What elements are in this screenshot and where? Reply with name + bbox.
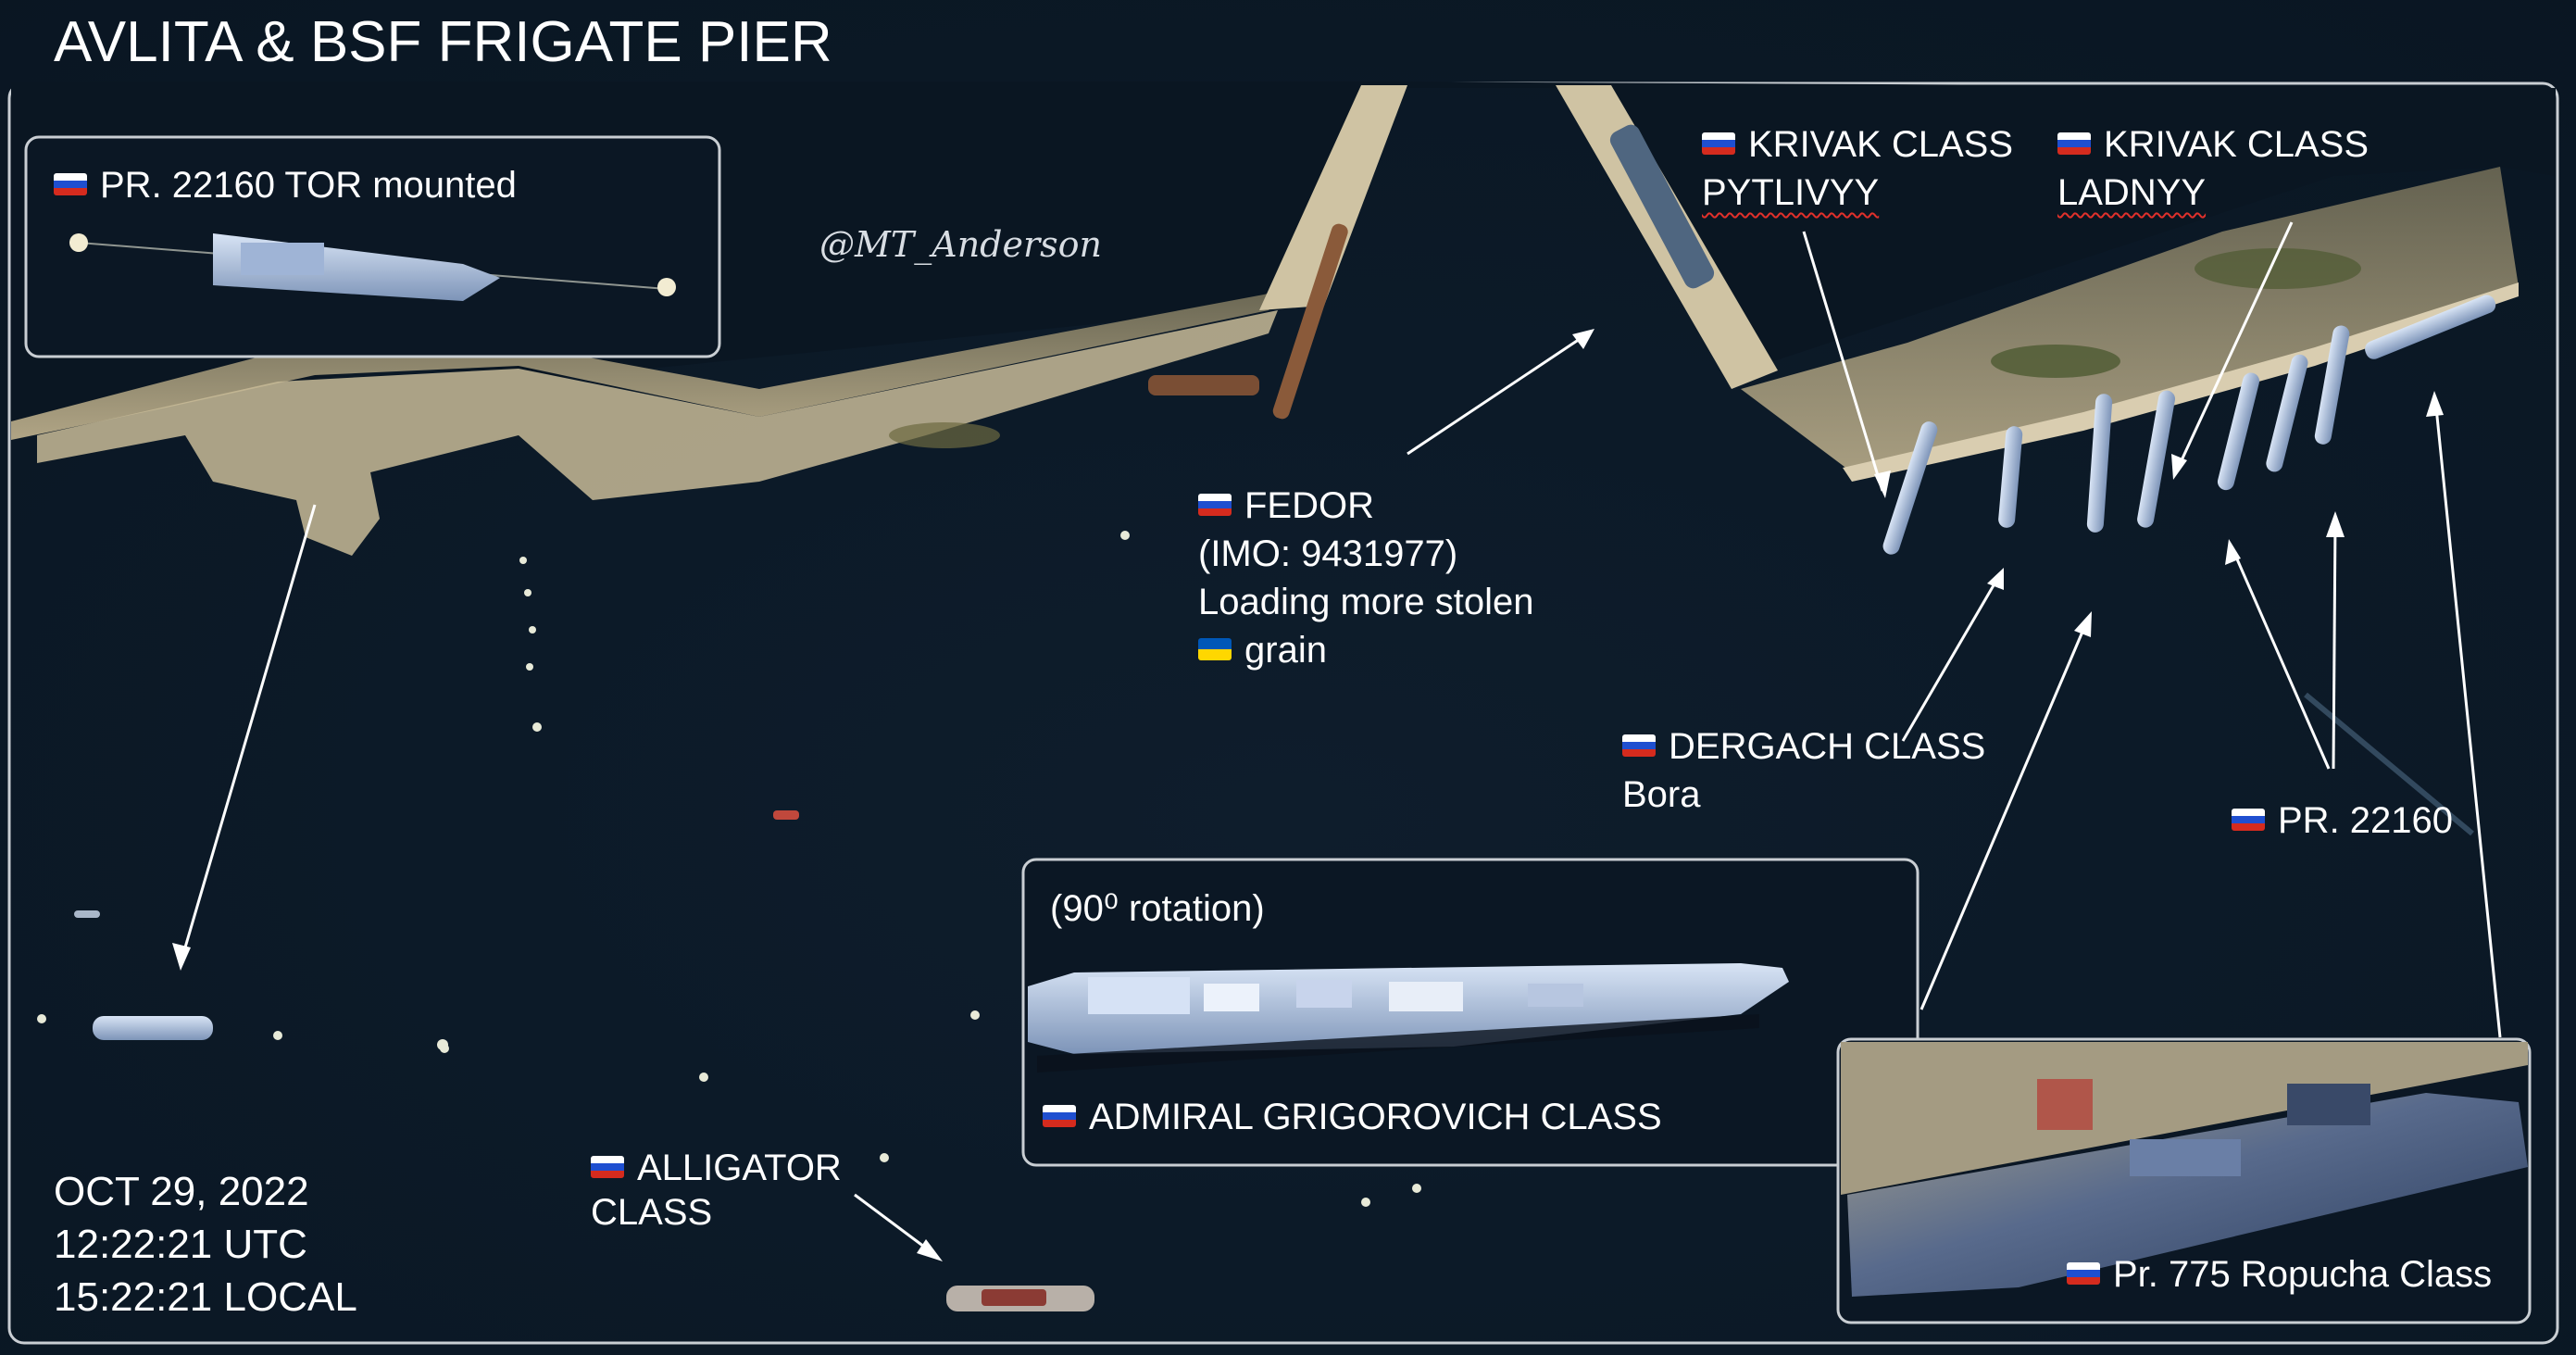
ship-fedor bbox=[1609, 124, 1715, 289]
inset-ropucha-image bbox=[1836, 1037, 2532, 1324]
russia-flag-icon bbox=[54, 173, 87, 196]
grigorovich-text: ADMIRAL GRIGOROVICH CLASS bbox=[1089, 1097, 1662, 1137]
russia-flag-icon bbox=[591, 1156, 624, 1179]
russia-flag-icon bbox=[1622, 734, 1656, 758]
russia-flag-icon bbox=[2067, 1262, 2100, 1286]
fedor-imo: (IMO: 9431977) bbox=[1198, 533, 1458, 574]
page-title: AVLITA & BSF FRIGATE PIER bbox=[54, 10, 832, 74]
label-fedor: FEDOR (IMO: 9431977) Loading more stolen… bbox=[1198, 482, 1533, 674]
inset-tor-image bbox=[24, 135, 721, 358]
timestamp-block: OCT 29, 2022 12:22:21 UTC 15:22:21 LOCAL bbox=[54, 1165, 357, 1324]
label-ropucha: Pr. 775 Ropucha Class bbox=[2067, 1250, 2492, 1299]
label-grigorovich: ADMIRAL GRIGOROVICH CLASS bbox=[1043, 1093, 1662, 1141]
pier-strip-east bbox=[1741, 167, 2519, 472]
alligator-line1: ALLIGATOR bbox=[637, 1148, 842, 1188]
callout-arrows bbox=[179, 221, 2502, 1257]
north-jetty bbox=[1259, 85, 1407, 310]
russia-flag-icon bbox=[1702, 132, 1735, 156]
label-krivak-ladnyy: KRIVAK CLASS LADNYY bbox=[2057, 120, 2369, 217]
alligator-line2: CLASS bbox=[591, 1192, 713, 1233]
pier-structures-west bbox=[37, 310, 1278, 556]
russia-flag-icon bbox=[2232, 809, 2265, 832]
krivak-class-text: KRIVAK CLASS bbox=[2104, 124, 2370, 165]
small-boat bbox=[74, 910, 100, 918]
russia-flag-icon bbox=[2057, 132, 2091, 156]
krivak-class-text: KRIVAK CLASS bbox=[1748, 124, 2014, 165]
inset-grigorovich-image bbox=[1021, 858, 1919, 1167]
label-rotation-note: (90⁰ rotation) bbox=[1050, 888, 1265, 929]
ship-pr22160-water bbox=[93, 1016, 213, 1040]
label-tor-mounted: PR. 22160 TOR mounted bbox=[54, 161, 517, 209]
fedor-name: FEDOR bbox=[1244, 485, 1374, 526]
ship-docked bbox=[1272, 223, 1348, 420]
label-dergach: DERGACH CLASS Bora bbox=[1622, 722, 1985, 819]
timestamp-date: OCT 29, 2022 bbox=[54, 1169, 309, 1214]
ukraine-flag-icon bbox=[1198, 638, 1232, 661]
label-krivak-pytlivyy: KRIVAK CLASS PYTLIVYY bbox=[1702, 120, 2013, 217]
label-alligator: ALLIGATOR CLASS bbox=[591, 1144, 842, 1236]
buoys bbox=[37, 531, 1421, 1207]
pier-strip-west bbox=[11, 287, 1292, 440]
moored-frigates bbox=[1882, 295, 2496, 555]
pr22160-text: PR. 22160 bbox=[2278, 800, 2454, 841]
fedor-cargo: grain bbox=[1244, 630, 1327, 671]
ship-name-ladnyy: LADNYY bbox=[2057, 172, 2207, 213]
ship-alligator-deck bbox=[982, 1289, 1046, 1306]
dergach-class-text: DERGACH CLASS bbox=[1669, 726, 1986, 767]
ship-docked bbox=[1148, 375, 1259, 395]
small-boat bbox=[773, 810, 799, 820]
timestamp-local: 15:22:21 LOCAL bbox=[54, 1274, 357, 1320]
ropucha-text: Pr. 775 Ropucha Class bbox=[2113, 1254, 2493, 1295]
vegetation bbox=[889, 422, 1000, 448]
timestamp-utc: 12:22:21 UTC bbox=[54, 1222, 307, 1267]
vegetation bbox=[2195, 248, 2361, 289]
fedor-activity: Loading more stolen bbox=[1198, 582, 1534, 622]
arrow-heads bbox=[172, 329, 2444, 1261]
ship-name-pytlivyy: PYTLIVYY bbox=[1702, 172, 1880, 213]
vegetation bbox=[1991, 345, 2120, 378]
dergach-ship-name: Bora bbox=[1622, 774, 1701, 815]
watermark: @MT_Anderson bbox=[819, 224, 1103, 265]
label-pr22160: PR. 22160 bbox=[2232, 797, 2453, 845]
label-tor-mounted-text: PR. 22160 TOR mounted bbox=[100, 165, 517, 206]
russia-flag-icon bbox=[1043, 1105, 1076, 1128]
russia-flag-icon bbox=[1198, 494, 1232, 517]
